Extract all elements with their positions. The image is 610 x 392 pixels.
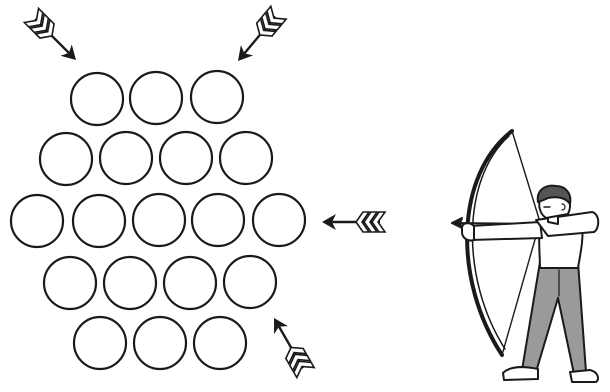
target-circle <box>130 72 182 124</box>
archer-figure <box>452 131 598 382</box>
target-circle <box>220 132 272 184</box>
target-circle <box>44 257 96 309</box>
target-circle <box>194 317 246 369</box>
target-circle <box>224 256 276 308</box>
arrow-icon <box>24 8 83 67</box>
target-circle <box>11 195 63 247</box>
target-circle <box>164 257 216 309</box>
archer-shoe <box>503 367 538 380</box>
arrow-icon <box>230 6 286 67</box>
target-circle <box>134 317 186 369</box>
target-circle <box>253 194 305 246</box>
circle-grid <box>11 71 305 369</box>
target-circle <box>160 132 212 184</box>
archer-bow-arm <box>470 222 542 240</box>
target-circle <box>74 317 126 369</box>
target-circle <box>191 71 243 123</box>
target-circle <box>104 257 156 309</box>
target-circle <box>71 73 123 125</box>
target-circle <box>40 133 92 185</box>
bow-limb <box>467 131 512 355</box>
arrow-icon <box>265 313 314 378</box>
target-circle <box>133 194 185 246</box>
target-circle <box>192 194 244 246</box>
arrow-icon <box>322 212 385 232</box>
archer-shoe <box>570 370 598 382</box>
archer-pants <box>522 262 586 374</box>
target-circle <box>100 132 152 184</box>
target-circle <box>73 195 125 247</box>
